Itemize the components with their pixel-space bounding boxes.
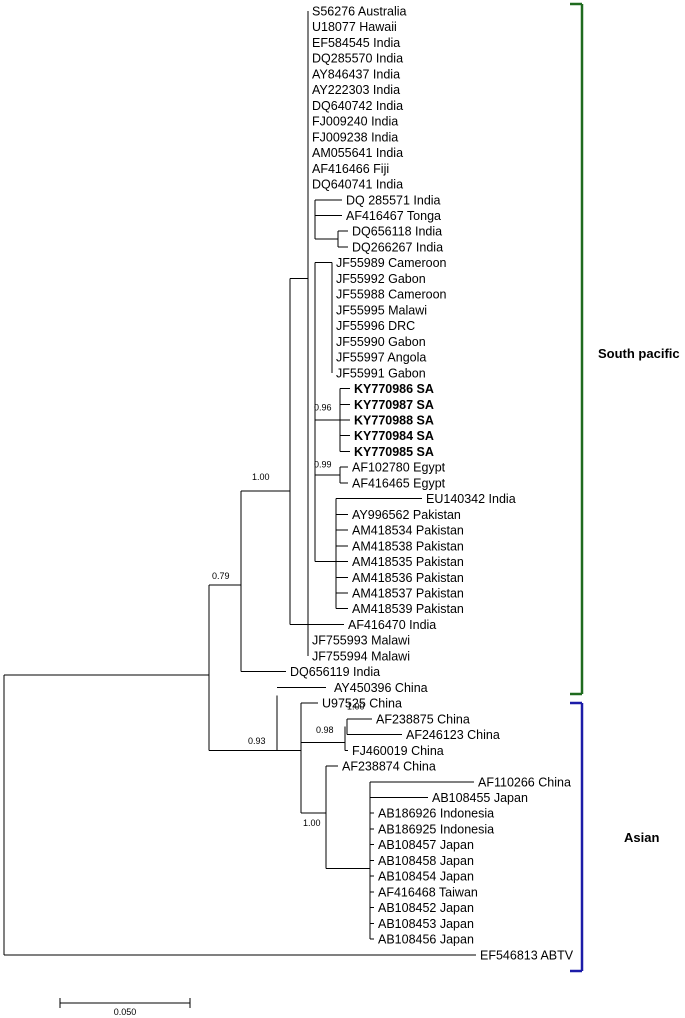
taxon-label: DQ640741 India <box>312 178 403 192</box>
taxon-label: AF102780 Egypt <box>352 461 446 475</box>
taxon-label: KY770984 SA <box>354 429 434 443</box>
taxon-label: AM418537 Pakistan <box>352 587 464 601</box>
taxon-label: KY770986 SA <box>354 382 434 396</box>
taxon-label: EF584545 India <box>312 36 400 50</box>
taxon-label: AF416468 Taiwan <box>378 885 478 899</box>
scale-bar: 0.050 <box>59 998 191 1017</box>
tree-branches <box>3 11 476 956</box>
support-value: 1.00 <box>252 472 270 482</box>
taxon-label: AY450396 China <box>334 681 428 695</box>
taxon-label: DQ266267 India <box>352 240 443 254</box>
support-value: 0.99 <box>314 459 332 469</box>
taxon-label: AM418534 Pakistan <box>352 524 464 538</box>
taxon-label: AF238875 China <box>376 712 470 726</box>
taxon-label: JF55995 Malawi <box>336 303 427 317</box>
clade-label: South pacific <box>598 346 680 361</box>
support-value: 1.00 <box>347 702 365 712</box>
taxon-label: AB108457 Japan <box>378 838 474 852</box>
taxon-label: KY770987 SA <box>354 398 434 412</box>
taxon-label: AB108452 Japan <box>378 901 474 915</box>
taxon-label: AB108455 Japan <box>432 791 528 805</box>
taxon-label: DQ 285571 India <box>346 193 441 207</box>
taxon-label: AB186925 Indonesia <box>378 822 494 836</box>
taxon-label: DQ656119 India <box>290 665 380 679</box>
support-value: 0.93 <box>248 736 266 746</box>
taxon-label: AY846437 India <box>312 67 400 81</box>
scale-bar-label: 0.050 <box>114 1007 137 1017</box>
taxon-label: AB186926 Indonesia <box>378 807 494 821</box>
taxon-label: JF755994 Malawi <box>312 649 410 663</box>
support-value: 0.79 <box>212 571 230 581</box>
taxon-label: AM418538 Pakistan <box>352 539 464 553</box>
taxon-label: U18077 Hawaii <box>312 20 397 34</box>
taxon-label: FJ009238 India <box>312 130 398 144</box>
taxon-label: AF416465 Egypt <box>352 476 446 490</box>
taxon-label: JF55996 DRC <box>336 319 415 333</box>
taxon-label: EU140342 India <box>426 492 516 506</box>
taxon-label: AB108453 Japan <box>378 917 474 931</box>
support-values: 1.00 0.79 0.96 0.99 0.93 0.98 1.00 1.00 <box>212 403 365 828</box>
support-value: 0.96 <box>314 403 332 413</box>
support-value: 1.00 <box>303 818 321 828</box>
taxon-label: AB108458 Japan <box>378 854 474 868</box>
taxon-label: FJ009240 India <box>312 115 398 129</box>
taxon-label: JF55990 Gabon <box>336 335 426 349</box>
taxon-label: JF55997 Angola <box>336 351 426 365</box>
taxon-label: AF416467 Tonga <box>346 209 441 223</box>
taxon-label: AM055641 India <box>312 146 403 160</box>
taxon-label: KY770988 SA <box>354 413 434 427</box>
taxon-label: U97525 China <box>322 697 402 711</box>
taxon-label: AF110266 China <box>478 775 571 789</box>
taxon-label: FJ460019 China <box>352 744 444 758</box>
taxon-label: AB108454 Japan <box>378 870 474 884</box>
taxon-label: AM418539 Pakistan <box>352 602 464 616</box>
taxon-label: KY770985 SA <box>354 445 434 459</box>
taxon-label: AM418535 Pakistan <box>352 555 464 569</box>
taxon-label: DQ640742 India <box>312 99 403 113</box>
taxon-label: AF238874 China <box>342 760 436 774</box>
taxon-label: JF55989 Cameroon <box>336 256 447 270</box>
taxon-label: JF55988 Cameroon <box>336 288 447 302</box>
taxon-label: AF416466 Fiji <box>312 162 389 176</box>
taxon-label: AM418536 Pakistan <box>352 571 464 585</box>
taxon-label: JF55992 Gabon <box>336 272 426 286</box>
taxon-label: AF246123 China <box>406 728 500 742</box>
taxon-label: JF755993 Malawi <box>312 634 410 648</box>
taxon-label: S56276 Australia <box>312 5 407 19</box>
taxon-label: AB108456 Japan <box>378 933 474 947</box>
taxon-label: JF55991 Gabon <box>336 366 426 380</box>
taxon-label: AY996562 Pakistan <box>352 508 461 522</box>
support-value: 0.98 <box>316 725 334 735</box>
clade-label: Asian <box>624 830 659 845</box>
taxon-label: DQ656118 India <box>352 225 442 239</box>
taxon-label: AF416470 India <box>348 618 436 632</box>
taxon-label: EF546813 ABTV <box>480 948 574 962</box>
taxon-label: DQ285570 India <box>312 52 403 66</box>
taxon-label: AY222303 India <box>312 83 400 97</box>
